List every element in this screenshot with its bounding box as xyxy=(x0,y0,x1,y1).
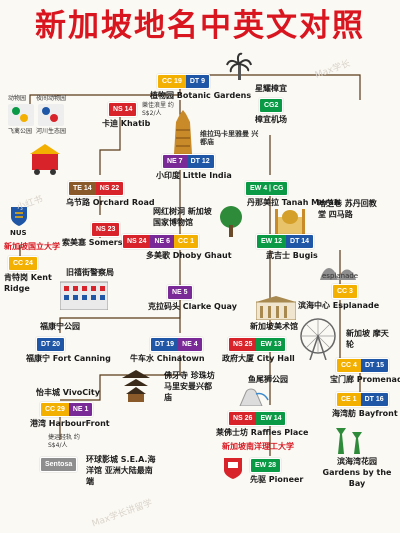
station-label-pioneer: 先驱 Pioneer xyxy=(250,475,304,484)
station-label-tanah: 丹那美拉 Tanah Merah xyxy=(247,198,340,207)
station-label-harbourfront: 港湾 HarbourFront xyxy=(30,419,110,428)
station-code-fortcanning: DT 20 xyxy=(36,337,66,352)
police-building-icon xyxy=(60,281,108,310)
palm-tree-icon xyxy=(226,52,252,80)
station-code-changi: CG2 xyxy=(259,98,284,113)
gardens-bay-label: 滨海湾花园 Gardens by the Bay xyxy=(322,457,392,488)
station-label-botanic: 植物园 Botanic Gardens xyxy=(150,91,252,100)
night-safari-label: 夜间动物园 xyxy=(36,95,67,102)
pagoda-icon xyxy=(122,370,150,402)
supertree-icon xyxy=(336,428,362,454)
esplanade-logo-text: esplanade xyxy=(322,272,359,280)
flyer-label: 新加坡 摩天轮 xyxy=(346,329,389,349)
station-label-somerset: 索美塞 Somerset xyxy=(62,238,132,247)
police-label: 旧禧街警察局 xyxy=(66,268,114,277)
connector-chinatown-harbour xyxy=(60,355,181,401)
connector-esplanade-promenade xyxy=(339,300,361,392)
vivocity-label: 怡丰城 VivoCity xyxy=(36,388,100,397)
station-label-kent: 肯特岗 Kent Ridge xyxy=(4,273,52,293)
page-title: 新加坡地名中英文对照 xyxy=(35,8,365,44)
ferris-wheel-icon xyxy=(300,318,336,360)
art-museum-label: 新加坡美术馆 xyxy=(250,322,298,331)
connector-khatib-orchard xyxy=(99,115,121,175)
station-label-clarke: 克拉码头 Clarke Quay xyxy=(148,302,237,311)
station-label-bayfront: 海湾舫 Bayfront xyxy=(332,409,398,418)
station-code-somerset: NS 23 xyxy=(91,222,121,237)
museum-label: 网红树洞 新加坡国家博物馆 xyxy=(153,207,212,227)
station-label-fortcanning: 福康宁 Fort Canning xyxy=(26,354,111,363)
mosque-icon xyxy=(275,209,305,235)
station-label-littleindia: 小印度 Little India xyxy=(156,171,232,180)
zoo-logos-icon xyxy=(8,104,64,126)
tree-icon xyxy=(220,206,242,237)
station-label-changi: 樟宜机场 xyxy=(255,115,287,124)
station-label-raffles: 莱佛士坊 Raffles Place xyxy=(216,428,309,437)
temple-group-label: 佛牙寺 珍珠坊 马里安曼兴都庙 xyxy=(164,371,215,402)
station-code-esplanade: CC 3 xyxy=(332,284,358,299)
ntu-crest-icon xyxy=(224,458,242,479)
hindu-temple-icon xyxy=(174,110,192,154)
temple-note: 维拉玛卡里雅曼 兴都庙 xyxy=(200,130,259,146)
station-label-bugis: 武吉士 Bugis xyxy=(266,251,318,260)
station-code-clarke: NE 5 xyxy=(167,285,193,300)
station-label-chinatown: 牛车水 Chinatown xyxy=(130,354,205,363)
sentosa-label: 环球影城 S.E.A.海洋馆 亚洲大陆最南端 xyxy=(86,455,156,486)
station-label-orchard: 乌节路 Orchard Road xyxy=(66,198,155,207)
sentosa-tag: Sentosa xyxy=(40,457,78,472)
marina-bay-sands-icon xyxy=(320,362,374,384)
nus-logo-text: NUS xyxy=(10,229,27,237)
sentosa-note: 捷运轻轨 约S$4/人 xyxy=(48,434,80,449)
station-code-tanah: EW 4 | CG xyxy=(245,181,289,196)
fortcanning-park-label: 福康宁公园 xyxy=(40,322,80,331)
station-code-khatib: NS 14 xyxy=(108,102,138,117)
station-label-esplanade: 滨海中心 Esplanade xyxy=(298,301,380,310)
nus-crest-icon xyxy=(11,207,27,226)
food-stall-icon xyxy=(30,144,60,175)
station-code-pioneer: EW 28 xyxy=(250,458,282,473)
mosque-label: 哈芝巷 苏丹回教堂 四马路 xyxy=(318,199,377,219)
merlion-label: 鱼尾狮公园 xyxy=(248,375,288,384)
khatib-note: 樂佳浪里 约S$2/人 xyxy=(142,102,174,117)
ntu-label: 新加坡南洋理工大学 xyxy=(222,442,294,451)
river-wonders-label: 河川生态园 xyxy=(36,128,67,135)
changi-title-label: 星耀樟宜 xyxy=(255,84,287,93)
zoo-label: 动物园 xyxy=(8,95,27,102)
nus-label: 新加坡国立大学 xyxy=(4,242,60,251)
station-label-cityhall: 政府大厦 City Hall xyxy=(222,354,295,363)
station-label-promenade: 宝门廊 Promenade xyxy=(330,375,400,384)
bird-park-label: 飞禽公园 xyxy=(8,128,33,135)
merlion-icon xyxy=(239,388,269,406)
station-label-dhoby: 多美歌 Dhoby Ghaut xyxy=(146,251,232,260)
station-label-khatib: 卡迪 Khatib xyxy=(102,119,151,128)
station-code-kent: CC 24 xyxy=(8,256,38,271)
esplanade-dome-icon xyxy=(320,268,356,280)
art-museum-icon xyxy=(256,296,296,320)
